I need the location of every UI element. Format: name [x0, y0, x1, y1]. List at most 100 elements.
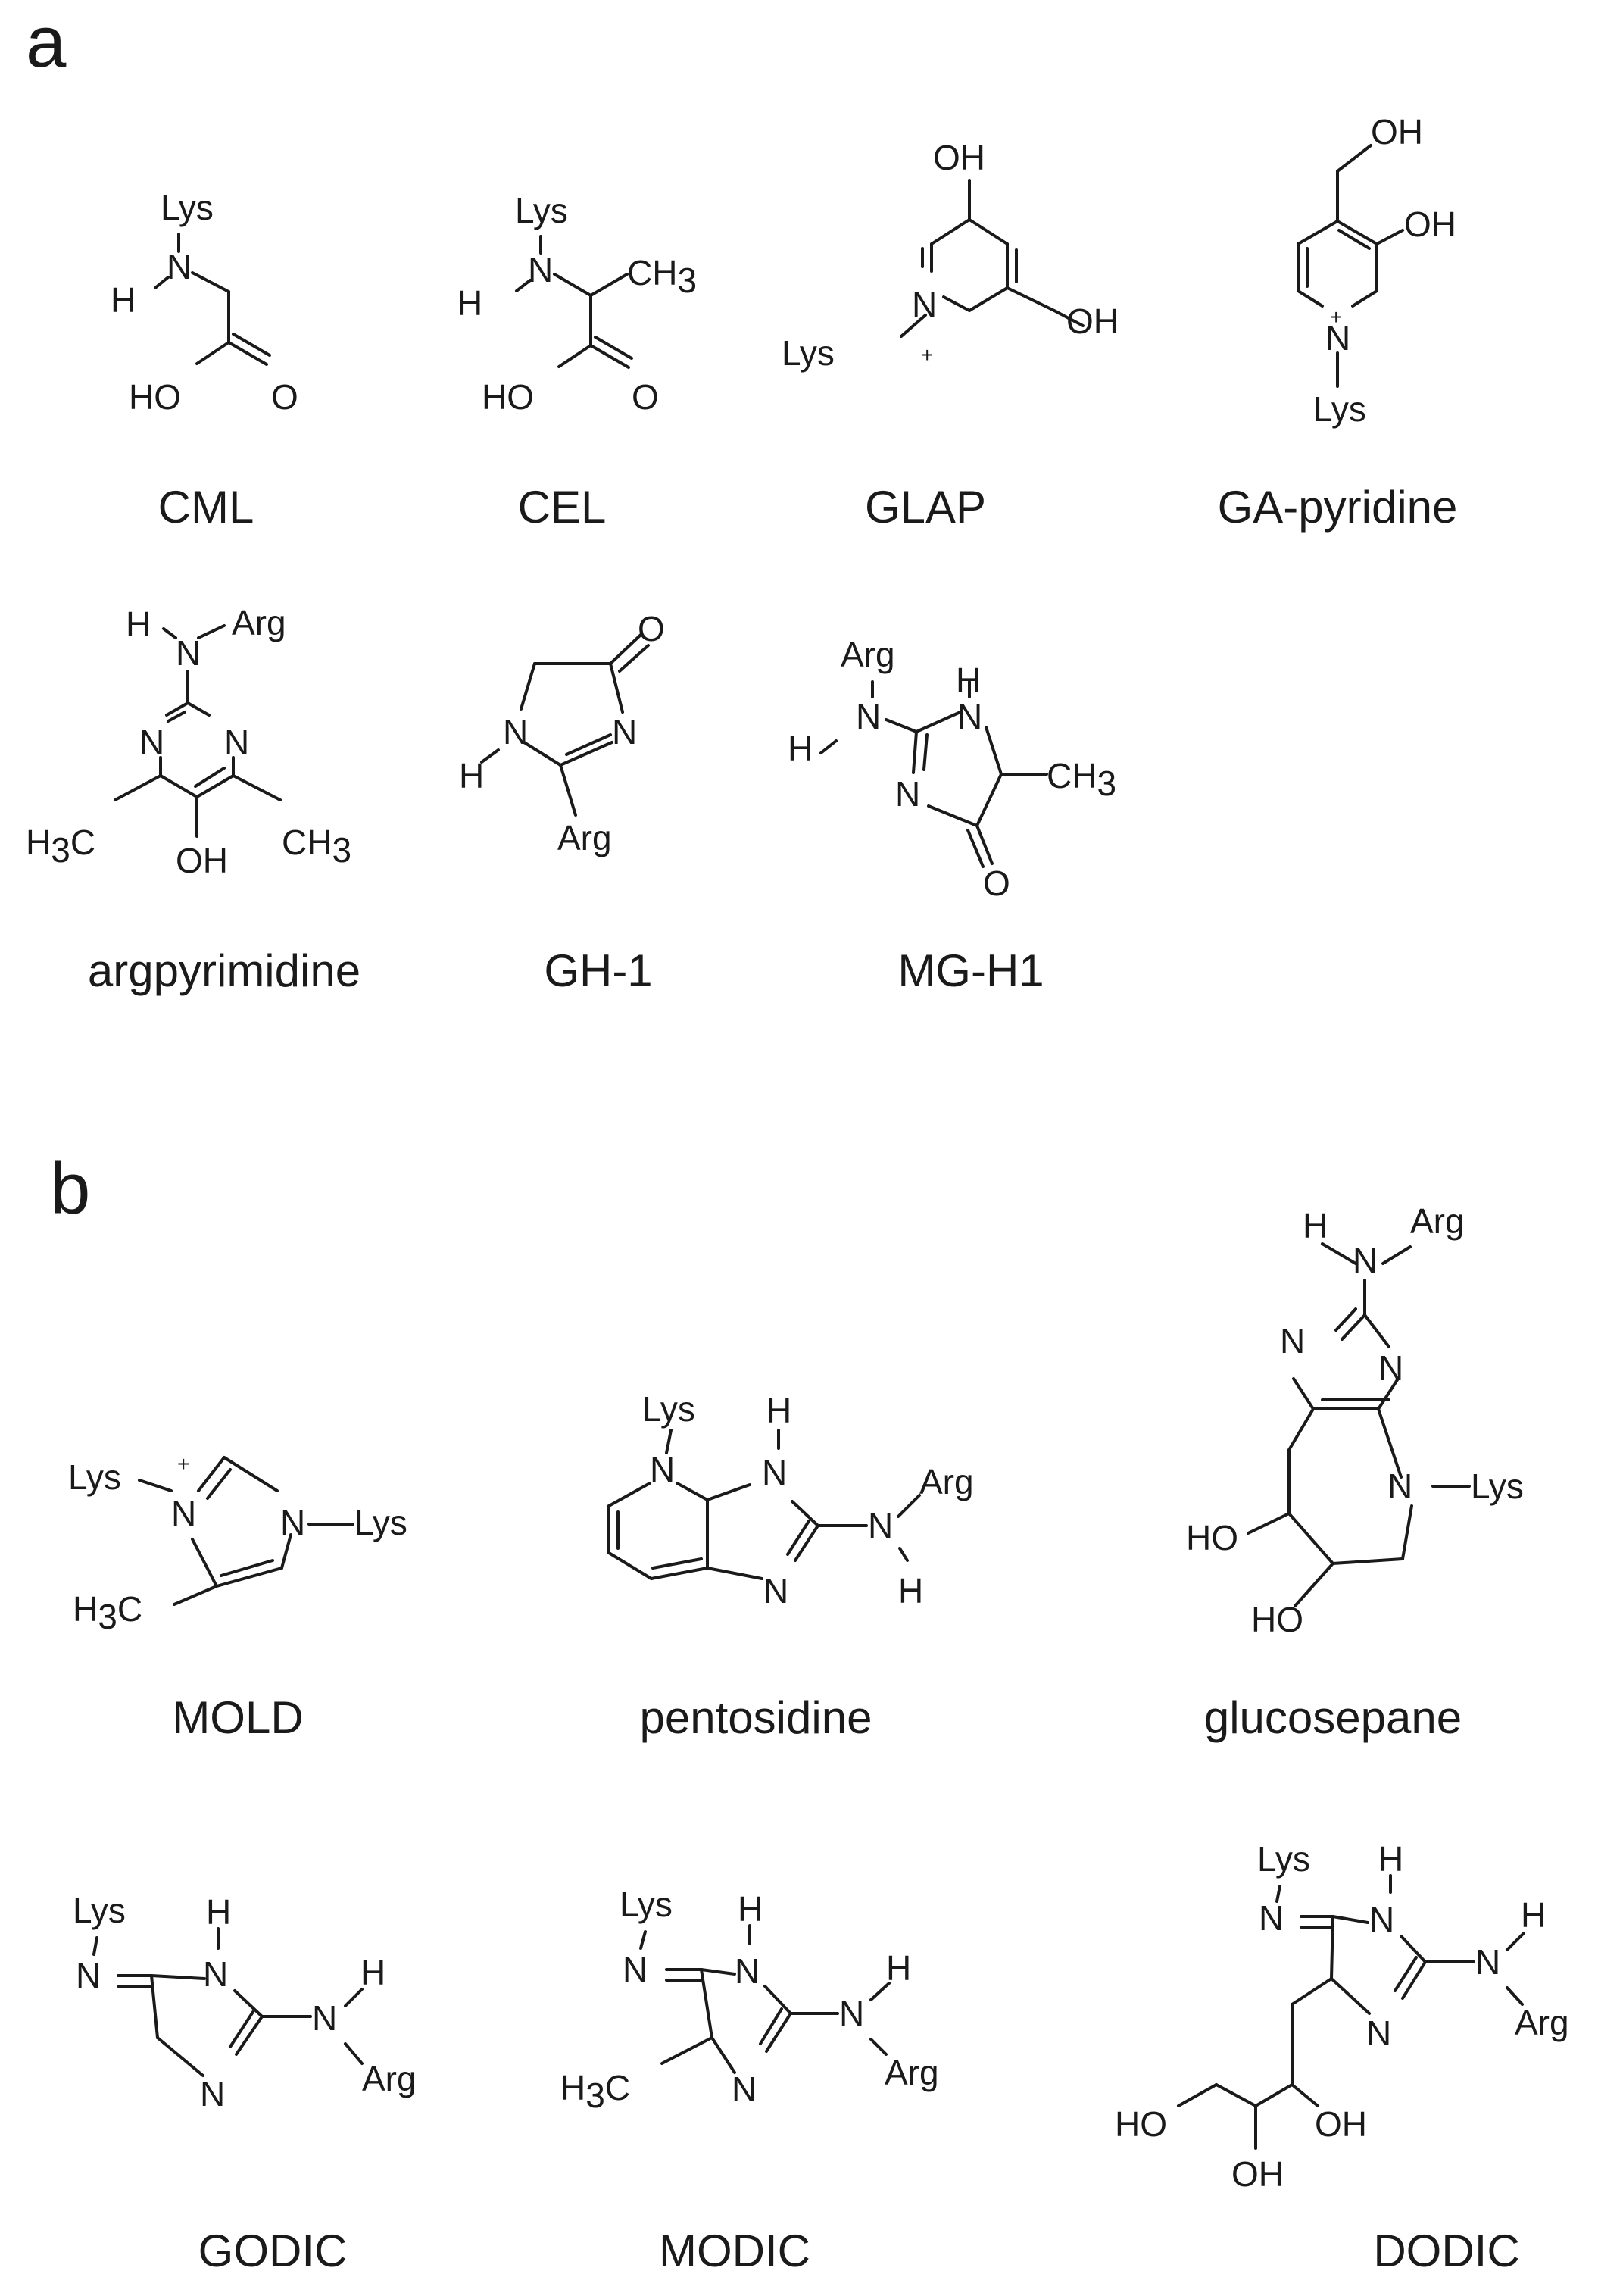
structure-argpyrimidine: H N Arg N N H3C CH3 OH argpyrimidine	[26, 603, 360, 996]
atom-n: N	[224, 723, 249, 762]
atom-n: N	[868, 1506, 893, 1545]
atom-n: N	[735, 1951, 760, 1991]
atom-h: H	[738, 1889, 763, 1929]
atom-n: N	[1378, 1348, 1403, 1388]
atom-n: N	[167, 247, 192, 286]
atom-h: H	[457, 283, 482, 323]
atom-n: N	[1475, 1942, 1500, 1982]
charge-plus: +	[921, 343, 933, 367]
atom-o: O	[983, 864, 1010, 903]
panel-letter-b: b	[50, 1148, 91, 1229]
compound-name: CML	[158, 482, 254, 533]
atom-h: H	[459, 756, 484, 795]
atom-n: N	[1353, 1241, 1378, 1280]
atom-ch3: CH3	[282, 823, 351, 870]
atom-n: N	[763, 1571, 788, 1610]
atom-lys: Lys	[354, 1503, 407, 1542]
atom-lys: Lys	[642, 1389, 695, 1429]
atom-n: N	[176, 633, 201, 673]
atom-n: N	[856, 697, 881, 736]
atom-arg: Arg	[362, 2059, 417, 2098]
atom-arg: Arg	[557, 818, 612, 857]
structure-modic: Lys H N N H N Arg H3C N MODIC	[560, 1885, 939, 2276]
atom-oh: OH	[1315, 2104, 1367, 2144]
atom-h: H	[898, 1571, 923, 1610]
structure-cel: Lys N H CH3 HO O CEL	[457, 191, 697, 533]
compound-name: DODIC	[1373, 2226, 1519, 2276]
atom-lys: Lys	[782, 333, 835, 373]
atom-lys: Lys	[515, 191, 568, 230]
atom-n: N	[503, 712, 528, 751]
atom-oh: OH	[1231, 2154, 1284, 2194]
atom-h: H	[126, 604, 151, 644]
atom-lys: Lys	[68, 1457, 121, 1497]
atom-n: N	[280, 1503, 305, 1542]
atom-arg: Arg	[885, 2053, 939, 2092]
atom-arg: Arg	[919, 1462, 974, 1501]
atom-n: N	[1369, 1900, 1394, 1939]
atom-h: H	[111, 280, 136, 320]
atom-oh: OH	[933, 138, 985, 177]
compound-name: glucosepane	[1204, 1692, 1462, 1743]
structure-godic: Lys H N N H N N Arg GODIC	[73, 1891, 417, 2276]
structure-glap: OH OH N + Lys GLAP	[782, 138, 1119, 533]
atom-h: H	[1378, 1839, 1403, 1879]
atom-n: N	[650, 1450, 675, 1489]
atom-ho: HO	[1186, 1518, 1238, 1557]
atom-ch3: CH3	[627, 253, 697, 300]
atom-n: N	[1387, 1467, 1412, 1506]
atom-h: H	[360, 1953, 385, 1992]
atom-n: N	[528, 250, 553, 289]
atom-o: O	[638, 609, 665, 648]
atom-n: N	[732, 2070, 757, 2109]
atom-h: H	[766, 1391, 791, 1430]
atom-n: N	[623, 1950, 648, 1989]
compound-name: pentosidine	[640, 1692, 872, 1743]
atom-lys: Lys	[1313, 389, 1366, 429]
structure-mg-h1: Arg H N N H CH3 N O MG-H1	[788, 635, 1116, 996]
atom-oh: OH	[176, 841, 228, 880]
compound-name: MOLD	[172, 1692, 303, 1743]
structure-dodic: Lys H N N H N Arg N OH HO OH DODIC	[1115, 1839, 1569, 2276]
structure-glucosepane: H N Arg N N N Lys HO HO glucosepane	[1186, 1201, 1524, 1743]
atom-n: N	[895, 774, 920, 814]
atom-n: N	[1325, 318, 1350, 358]
atom-n: N	[1280, 1321, 1305, 1360]
compound-name: argpyrimidine	[88, 945, 360, 996]
atom-n: N	[839, 1994, 864, 2033]
atom-lys: Lys	[1257, 1839, 1310, 1879]
atom-h3c: H3C	[560, 2068, 630, 2115]
atom-n: N	[612, 712, 637, 751]
atom-arg: Arg	[1410, 1201, 1465, 1241]
atom-n: N	[200, 2074, 225, 2113]
structure-mold: Lys + N N Lys H3C MOLD	[68, 1452, 407, 1743]
atom-n: N	[203, 1954, 228, 1994]
atom-arg: Arg	[841, 635, 895, 674]
charge-plus: +	[1330, 305, 1342, 329]
panel-letter-a: a	[26, 2, 67, 83]
atom-ch3: CH3	[1047, 756, 1116, 803]
atom-lys: Lys	[620, 1885, 673, 1924]
atom-h3c: H3C	[26, 823, 95, 870]
atom-n: N	[957, 697, 982, 736]
atom-n: N	[76, 1956, 101, 1995]
atom-o: O	[632, 377, 659, 417]
atom-n: N	[762, 1453, 787, 1492]
atom-ho: HO	[129, 377, 181, 417]
atom-lys: Lys	[161, 188, 214, 227]
compound-name: GLAP	[865, 482, 986, 533]
structure-cml: Lys N H HO O CML	[111, 188, 298, 533]
atom-ho: HO	[482, 377, 534, 417]
atom-h: H	[1303, 1206, 1328, 1245]
structure-pentosidine: Lys H N N Arg N N H pentosidine	[607, 1389, 974, 1743]
atom-h: H	[788, 729, 813, 768]
structure-ga-pyridine: OH OH + N Lys GA-pyridine	[1218, 112, 1458, 533]
atom-ho: HO	[1251, 1600, 1303, 1639]
compound-name: CEL	[518, 482, 607, 533]
atom-n: N	[912, 285, 937, 324]
compound-name: GODIC	[198, 2226, 348, 2276]
atom-arg: Arg	[1515, 2003, 1569, 2042]
atom-n: N	[139, 723, 164, 762]
atom-arg: Arg	[232, 603, 286, 642]
